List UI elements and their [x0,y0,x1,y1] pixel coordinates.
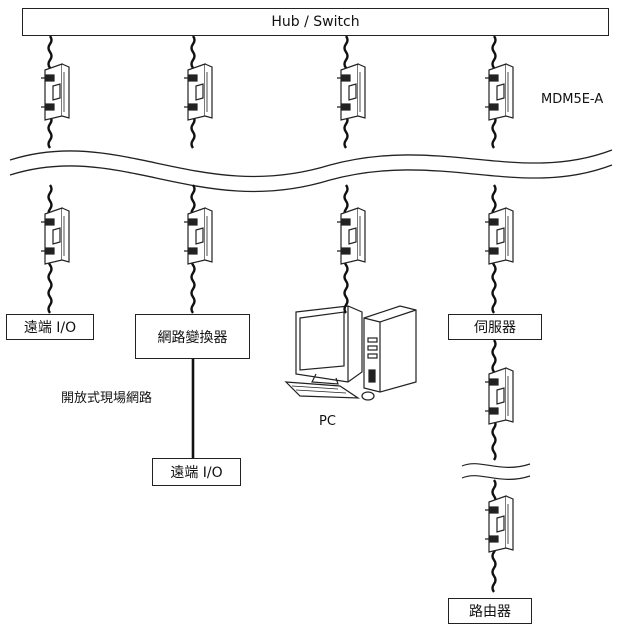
fieldbus-label: 開放式現場網路 [61,391,153,406]
cable-break-right-2 [461,475,531,480]
network-converter-box: 網路變換器 [135,314,250,359]
pc-computer-icon [284,305,417,401]
mdm5e-a-module [485,63,514,121]
hub-switch: Hub / Switch [22,8,609,36]
remote-io-bottom-label: 遠端 I/O [170,465,223,481]
remote-io-left-box: 遠端 I/O [6,314,94,340]
remote-io-left-label: 遠端 I/O [23,320,77,336]
hub-switch-label: Hub / Switch [271,14,360,30]
mdm5e-a-module [41,63,70,121]
network-converter-label: 網路變換器 [157,329,228,346]
cable-break-right-1 [461,463,531,468]
mdm5e-a-module [337,207,366,265]
mdm5e-a-module [485,495,514,553]
servo-label: 伺服器 [474,320,516,336]
module-label: MDM5E-A [541,92,604,107]
cable-break-top [9,149,613,178]
pc-label: PC [319,414,336,429]
mdm5e-a-module [485,207,514,265]
router-box: 路由器 [448,598,532,624]
mdm5e-a-module [184,207,213,265]
router-label: 路由器 [469,604,511,620]
mdm5e-a-module [337,63,366,121]
cable-break-bottom [9,164,613,193]
remote-io-bottom-box: 遠端 I/O [152,458,241,486]
mdm5e-a-module [485,367,514,425]
servo-box: 伺服器 [448,314,542,340]
mdm5e-a-module [41,207,70,265]
mdm5e-a-module [184,63,213,121]
